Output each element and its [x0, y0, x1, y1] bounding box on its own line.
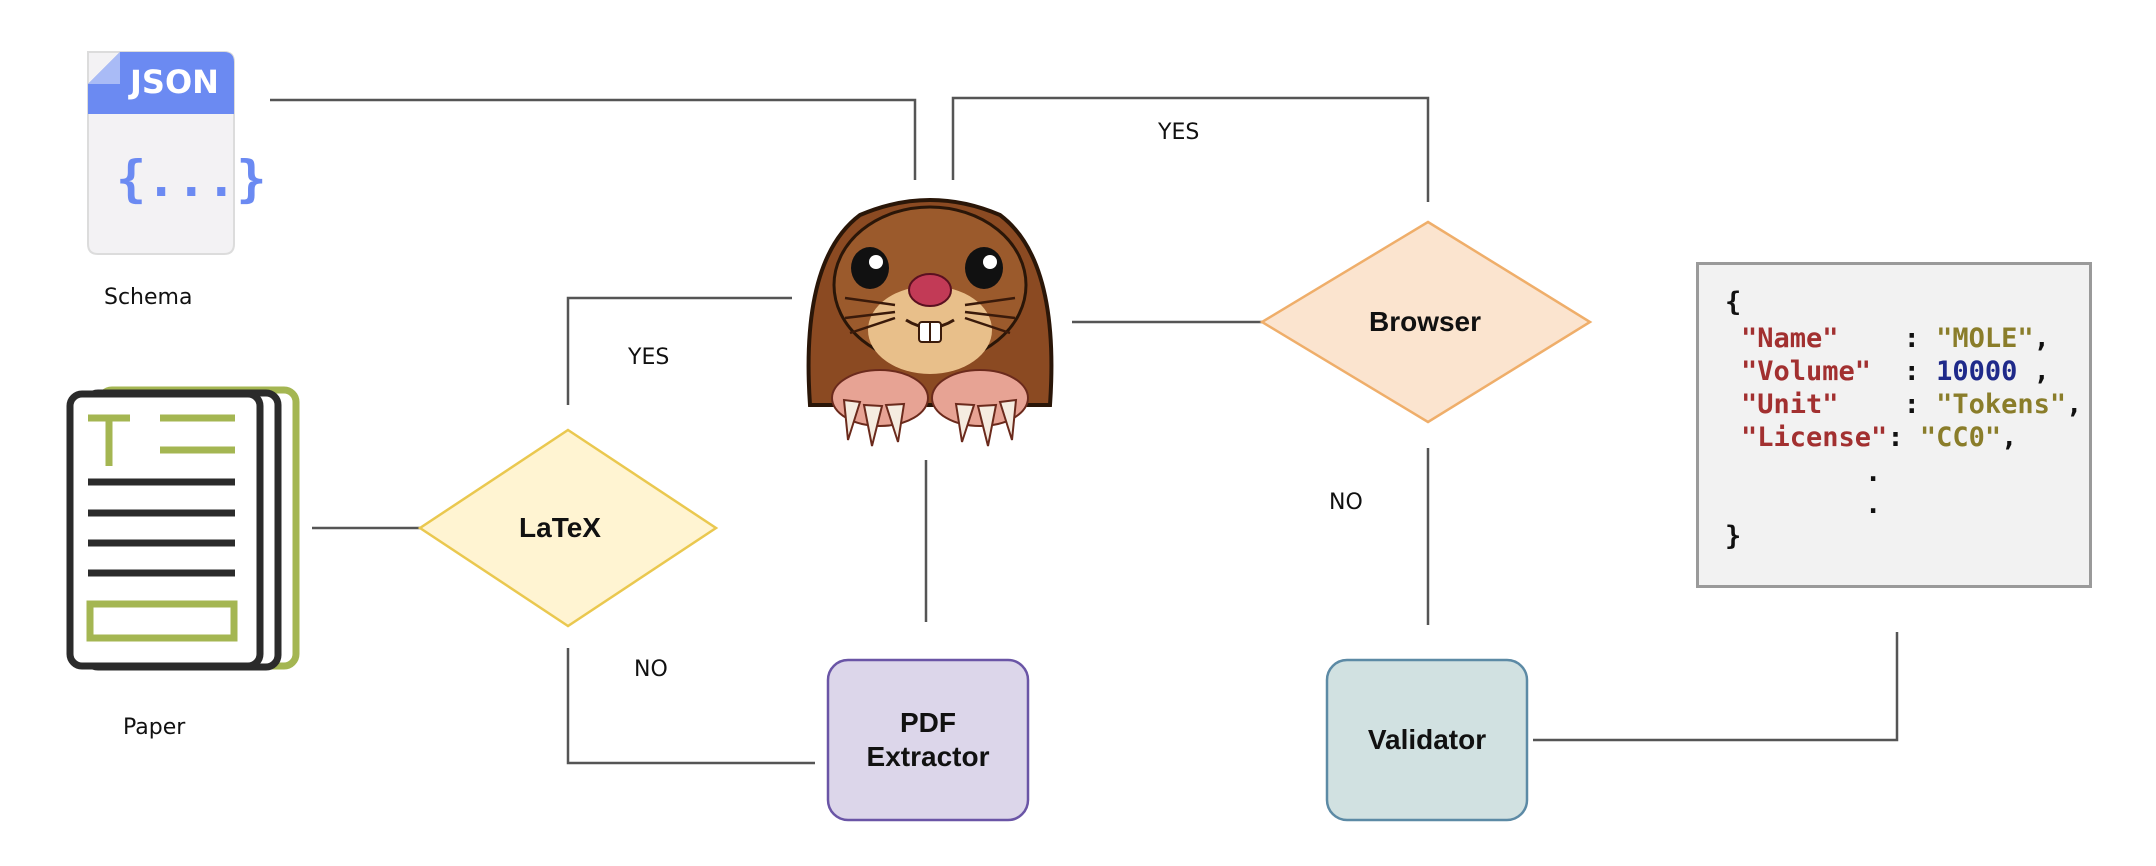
json-row-unit: "Unit" : "Tokens",: [1741, 389, 2083, 420]
json-row-volume: "Volume" : 10000 ,: [1741, 356, 2050, 387]
mole-mascot-icon: [806, 198, 1054, 447]
json-value: "MOLE": [1936, 323, 2034, 354]
json-braces-glyph: {...}: [116, 150, 267, 208]
json-ellipsis-dot-2: .: [1865, 489, 1882, 520]
json-close-brace: }: [1725, 521, 1742, 552]
json-row-name: "Name" : "MOLE",: [1741, 323, 2050, 354]
json-ellipsis-dot-1: .: [1865, 457, 1882, 488]
pdf-extractor-label: PDF Extractor: [828, 700, 1028, 780]
latex-yes-label: YES: [628, 345, 670, 370]
edge-mole-to-browser-yes: [951, 96, 1430, 202]
latex-label: LaTeX: [519, 512, 601, 544]
edge-validator-to-json: [1533, 632, 1899, 742]
validator-label: Validator: [1367, 724, 1487, 756]
browser-decision: [1259, 220, 1593, 424]
paper-label: Paper: [123, 715, 186, 740]
edge-schema-to-mole: [270, 98, 917, 180]
json-key: "Name": [1741, 323, 1839, 354]
json-value: "Tokens": [1936, 389, 2067, 420]
pdf-extractor-label-line1: PDF: [900, 707, 956, 739]
pdf-extractor-box: [826, 658, 1030, 822]
json-output-box: { "Name" : "MOLE", "Volume" : 10000 , "U…: [1696, 262, 2092, 588]
schema-label: Schema: [104, 285, 193, 310]
latex-decision: [417, 428, 719, 628]
json-key: "Unit": [1741, 389, 1839, 420]
edge-latex-to-mole-yes: [566, 296, 792, 405]
edge-latex-to-pdf-no: [566, 648, 815, 765]
json-value: "CC0": [1919, 422, 2002, 453]
json-badge-text: JSON: [130, 63, 219, 101]
json-file-icon: [87, 51, 235, 255]
connectors: [270, 96, 1899, 765]
validator-box: [1325, 658, 1529, 822]
browser-no-label: NO: [1329, 490, 1363, 515]
json-row-license: "License": "CC0",: [1741, 422, 2018, 453]
pdf-extractor-label-line2: Extractor: [866, 741, 990, 772]
json-key: "License": [1741, 422, 1888, 453]
browser-yes-label: YES: [1158, 120, 1200, 145]
paper-document-icon: [66, 386, 300, 671]
json-key: "Volume": [1741, 356, 1872, 387]
json-open-brace: {: [1725, 287, 1742, 318]
json-value: 10000: [1936, 356, 2018, 387]
latex-no-label: NO: [634, 657, 668, 682]
browser-label: Browser: [1368, 306, 1482, 338]
